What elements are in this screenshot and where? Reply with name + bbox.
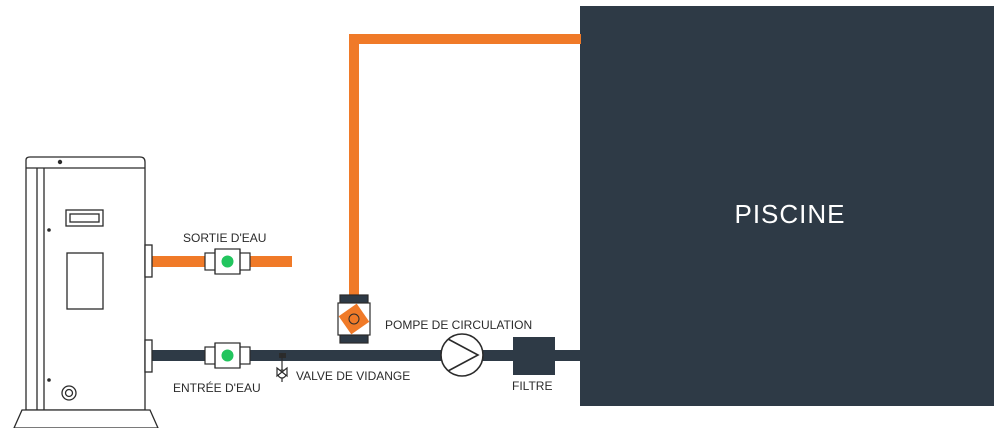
hot-pipe-vertical [349, 34, 359, 296]
water-inlet-label: ENTRÉE D'EAU [173, 380, 261, 395]
circulation-pump-label: POMPE DE CIRCULATION [385, 318, 532, 332]
drain-valve-label: VALVE DE VIDANGE [296, 369, 410, 383]
hot-pipe-top [349, 34, 581, 44]
pool-label: PISCINE [734, 199, 845, 229]
inlet-ball-valve-icon [204, 342, 251, 369]
hot-return-pipe [349, 34, 581, 296]
pool [580, 6, 994, 406]
heat-pump-unit-icon [13, 156, 159, 428]
water-outlet-label: SORTIE D'EAU [183, 231, 266, 245]
three-way-valve-icon [337, 294, 371, 344]
cold-main-pipe [146, 350, 582, 361]
filter-icon [513, 337, 555, 375]
heat-pump-screw-top [57, 159, 63, 165]
outlet-ball-valve-icon [204, 248, 251, 275]
circulation-pump-icon [440, 333, 484, 377]
heat-pump-screw-left-2 [47, 378, 51, 382]
filter-label: FILTRE [512, 379, 552, 393]
drain-valve-icon [276, 353, 288, 382]
heat-pump-drain-port [61, 385, 77, 401]
heat-pump-screw-left-1 [47, 228, 51, 232]
